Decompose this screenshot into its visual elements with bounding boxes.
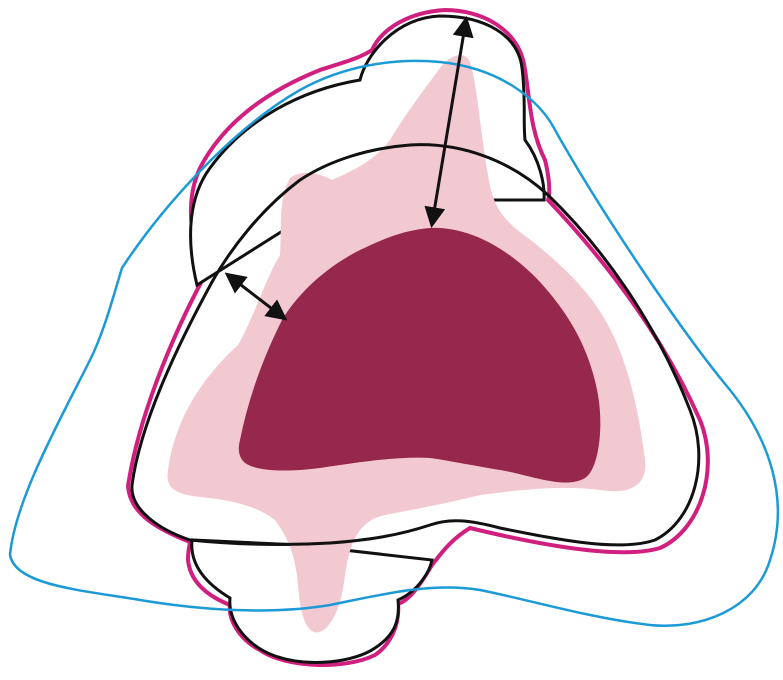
diagram-canvas — [0, 0, 783, 680]
contour-diagram — [0, 0, 783, 680]
